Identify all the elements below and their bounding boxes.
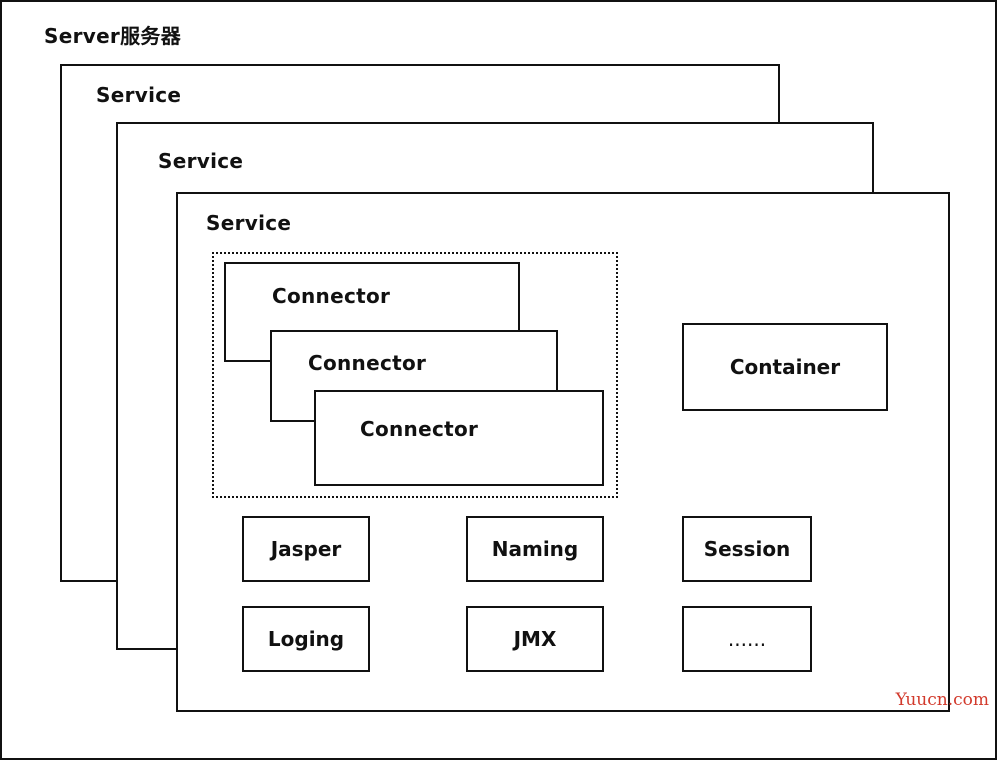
- component-session: Session: [682, 516, 812, 582]
- component-label: Session: [703, 537, 791, 561]
- component-more: ......: [682, 606, 812, 672]
- container-box: Container: [682, 323, 888, 411]
- connector-box-3: [314, 390, 604, 486]
- service-label-1: Service: [96, 83, 182, 107]
- component-label: Naming: [491, 537, 579, 561]
- connector-label-2: Connector: [308, 351, 427, 375]
- component-loging: Loging: [242, 606, 370, 672]
- component-naming: Naming: [466, 516, 604, 582]
- component-label: ......: [727, 627, 767, 651]
- watermark-text: Yuucn.com: [895, 690, 989, 710]
- component-label: JMX: [513, 627, 557, 651]
- connector-label-3: Connector: [360, 417, 479, 441]
- server-title: Server服务器: [44, 24, 181, 48]
- container-label: Container: [729, 355, 841, 379]
- service-label-2: Service: [158, 149, 244, 173]
- component-label: Loging: [267, 627, 345, 651]
- component-jmx: JMX: [466, 606, 604, 672]
- service-label-3: Service: [206, 211, 292, 235]
- component-jasper: Jasper: [242, 516, 370, 582]
- connector-label-1: Connector: [272, 284, 391, 308]
- connector-group: [212, 252, 618, 498]
- component-label: Jasper: [270, 537, 342, 561]
